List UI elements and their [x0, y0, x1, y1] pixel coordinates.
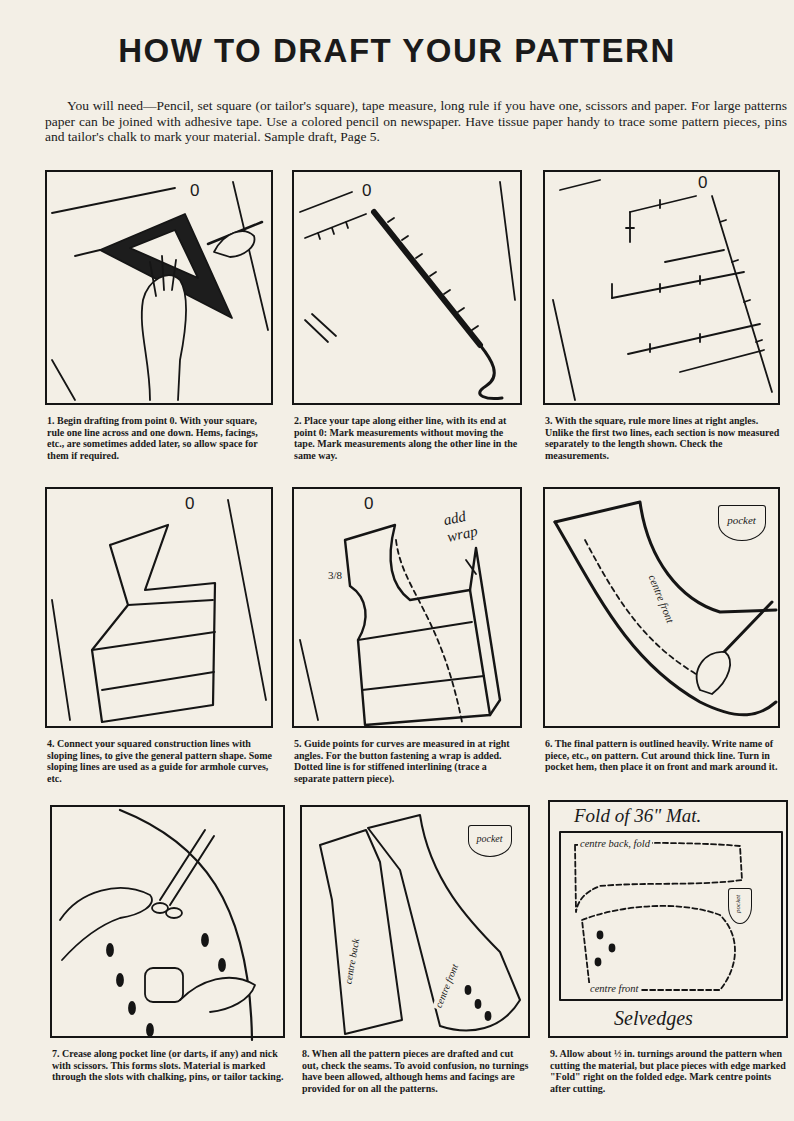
step-caption: 2. Place your tape along either line, wi… — [294, 415, 524, 461]
step-panel: 01. Begin drafting from point 0. With yo… — [45, 170, 273, 405]
step-caption: 6. The final pattern is outlined heavily… — [545, 738, 782, 773]
page-title: HOW TO DRAFT YOUR PATTERN — [0, 32, 794, 70]
point-label: 0 — [360, 182, 373, 201]
pattern-note: centre front — [646, 571, 678, 626]
step-panel: 0add wrap3/85. Guide points for curves a… — [292, 487, 522, 728]
pocket-shape: pocket — [728, 888, 752, 924]
step-panel: 02. Place your tape along either line, w… — [292, 170, 522, 405]
step-panel: 04. Connect your squared construction li… — [45, 487, 273, 728]
pocket-shape: pocket — [468, 825, 512, 857]
step-caption: 9. Allow about ½ in. turnings around the… — [550, 1048, 790, 1094]
step-panel: Fold of 36" Mat. centre back, fold centre … — [548, 800, 788, 1038]
point-label: 0 — [188, 182, 201, 201]
step-caption: 7. Crease along pocket line (or darts, i… — [52, 1048, 287, 1083]
pattern-note: pocket — [736, 892, 744, 914]
step-caption: 4. Connect your squared construction lin… — [47, 738, 275, 784]
pattern-note: pocket — [474, 833, 504, 844]
step-caption: 3. With the square, rule more lines at r… — [545, 415, 782, 461]
point-label: 0 — [183, 495, 196, 514]
pattern-note: Fold of 36" Mat. — [572, 806, 703, 827]
step-caption: 1. Begin drafting from point 0. With you… — [47, 415, 275, 461]
pattern-note: centre back, fold — [578, 838, 652, 850]
step-panel: centre front6. The final pattern is outl… — [543, 487, 780, 728]
step-caption: 8. When all the pattern pieces are draft… — [302, 1048, 532, 1094]
pattern-note: centre back — [342, 936, 362, 987]
pattern-note: 3/8 — [326, 569, 344, 581]
pattern-note: centre front — [432, 960, 461, 1011]
step-panel: centre backcentre front8. When all the p… — [300, 805, 530, 1038]
point-label: 0 — [362, 495, 375, 514]
pattern-note: pocket — [725, 514, 758, 526]
step-panel: 03. With the square, rule more lines at … — [543, 170, 780, 405]
pattern-note: centre front — [588, 983, 641, 995]
point-label: 0 — [696, 174, 709, 193]
pattern-note: Selvedges — [612, 1007, 695, 1029]
pocket-shape: pocket — [718, 505, 766, 541]
pattern-note: add wrap — [440, 503, 494, 545]
step-caption: 5. Guide points for curves are measured … — [294, 738, 524, 784]
step-panel: 7. Crease along pocket line (or darts, i… — [50, 805, 285, 1038]
intro-note: You will need—Pencil, set square (or tai… — [45, 98, 787, 145]
